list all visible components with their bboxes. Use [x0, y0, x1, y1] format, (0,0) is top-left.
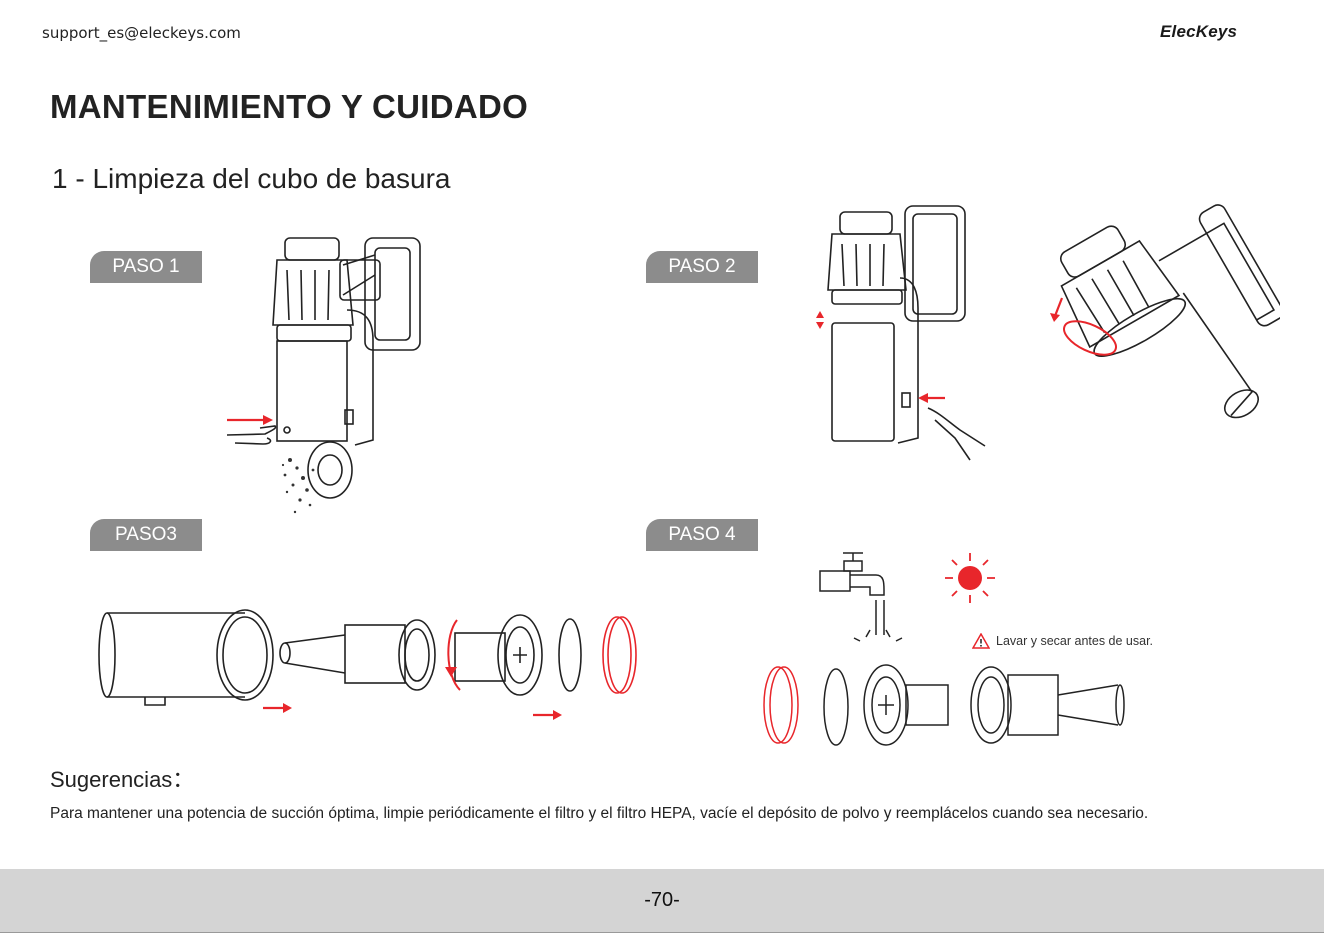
- page-footer: -70-: [0, 869, 1324, 933]
- step-badge-1: PASO 1: [90, 251, 202, 283]
- tips-text: Para mantener una potencia de succión óp…: [50, 805, 1149, 822]
- warning-triangle-icon: [972, 633, 990, 649]
- step2-illustration: [816, 204, 1280, 461]
- step3-illustration: [98, 609, 637, 720]
- warning-text: Lavar y secar antes de usar.: [996, 634, 1154, 648]
- page-title: MANTENIMIENTO Y CUIDADO: [50, 88, 529, 125]
- step-badge-2: PASO 2: [646, 251, 758, 283]
- tips-title: Sugerencias：: [50, 767, 195, 792]
- step4-illustration: [763, 552, 1125, 746]
- warning-note: Lavar y secar antes de usar.: [972, 633, 1153, 649]
- step-badge-4: PASO 4: [646, 519, 758, 551]
- step1-illustration: [226, 237, 421, 514]
- step-badge-3: PASO3: [90, 519, 202, 551]
- section-title: 1 - Limpieza del cubo de basura: [52, 163, 451, 194]
- support-email: support_es@eleckeys.com: [42, 24, 241, 42]
- page-number: -70-: [644, 889, 680, 911]
- brand-logo: ElecKeys: [1160, 22, 1238, 41]
